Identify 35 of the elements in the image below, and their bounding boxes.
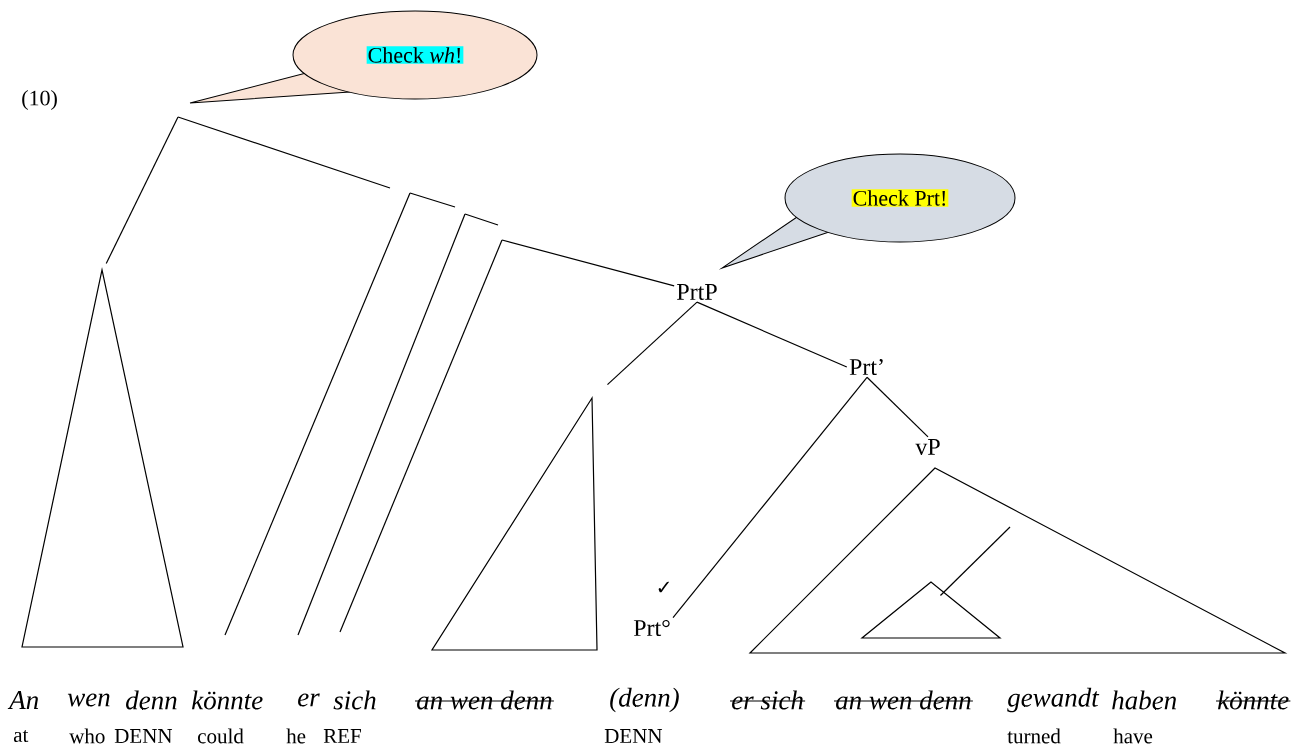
tree-branch — [501, 239, 675, 287]
example-word: könnte — [192, 690, 263, 710]
gloss-word: turned — [1007, 728, 1061, 744]
struck-word: er sich — [729, 690, 806, 710]
check-mark: ✓ — [658, 581, 669, 593]
speech-bubble: Check wh! — [189, 10, 538, 104]
example-word: gewandt — [1007, 687, 1100, 713]
example-word: er — [298, 693, 320, 707]
node-label: vP — [915, 439, 940, 455]
tree-branch — [606, 301, 698, 386]
speech-bubble: Check Prt! — [721, 153, 1016, 269]
gloss-word: DENN — [604, 729, 663, 743]
tree-branch — [105, 116, 179, 265]
example-word: haben — [1112, 690, 1177, 710]
example-word: wen — [67, 693, 110, 707]
gloss-word: could — [198, 728, 244, 744]
tree-branch — [939, 526, 1011, 597]
struck-word: an wen denn — [833, 690, 974, 710]
node-label: PrtP — [677, 284, 717, 300]
struck-word: an wen denn — [414, 690, 555, 710]
example-number: (10) — [22, 90, 57, 110]
gloss-word: who — [69, 728, 105, 744]
gloss-word: at — [13, 730, 29, 742]
tree-branch — [672, 376, 868, 619]
gloss-word: he — [286, 728, 306, 744]
node-label: Prt’ — [849, 358, 883, 376]
gloss-word: have — [1113, 728, 1153, 744]
example-word: An — [7, 691, 39, 709]
example-word: (denn) — [610, 687, 679, 713]
tree-branch — [696, 301, 848, 368]
node-label: Prt° — [633, 619, 670, 637]
gloss-word: REF — [323, 729, 361, 743]
struck-word: könnte — [1215, 690, 1291, 710]
gloss-word: DENN — [114, 729, 173, 743]
tree-branch — [866, 376, 929, 438]
